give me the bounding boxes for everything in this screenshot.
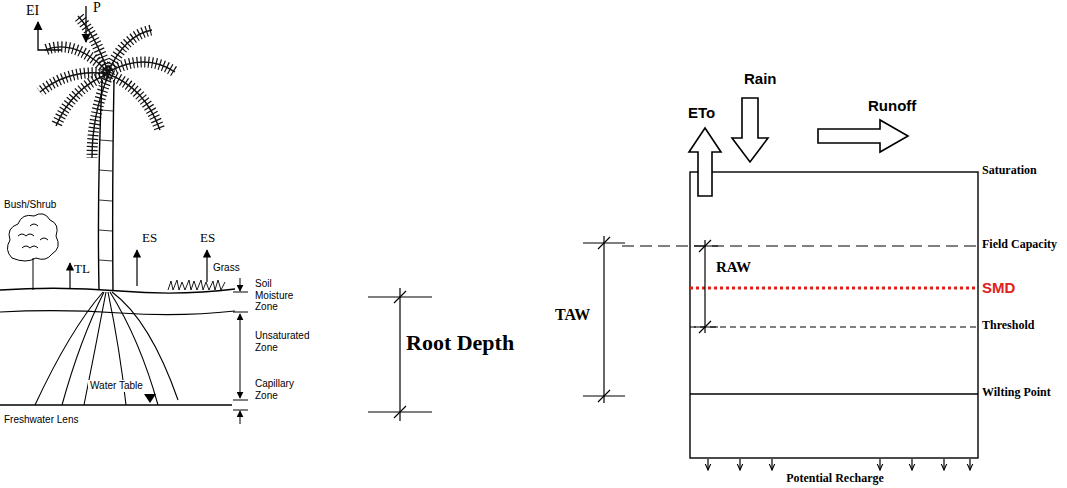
dimension-line xyxy=(603,236,604,403)
flux-label: Potential Recharge xyxy=(786,472,884,486)
level-label: Saturation xyxy=(982,164,1037,178)
dimension-line xyxy=(704,240,705,333)
midrib xyxy=(40,73,108,92)
level-label: Wilting Point xyxy=(982,386,1051,400)
level-label: Field Capacity xyxy=(982,238,1057,252)
recharge-arrow xyxy=(771,459,772,470)
midrib xyxy=(108,74,160,130)
dimension-arrow xyxy=(240,411,241,424)
recharge-arrow xyxy=(943,459,944,470)
frond xyxy=(108,74,160,130)
palm-crown xyxy=(40,16,175,158)
plant-label: Grass xyxy=(213,262,240,274)
smd-line xyxy=(690,287,978,290)
flux-symbol: ES xyxy=(200,231,215,246)
flux-symbol: P xyxy=(93,0,101,16)
bush-outline xyxy=(7,214,58,261)
zone-label: Freshwater Lens xyxy=(4,414,78,426)
midrib xyxy=(45,47,108,72)
trunk-edge xyxy=(98,80,102,290)
water-table-symbol xyxy=(144,394,156,403)
evaporation-arrow xyxy=(206,250,207,282)
evaporation-arrow xyxy=(136,250,137,286)
frond-leaflets xyxy=(40,16,175,158)
ground-surface xyxy=(0,288,235,293)
zone-label: Unsaturated Zone xyxy=(255,330,321,353)
transpiration-arrow xyxy=(69,263,70,288)
frond xyxy=(78,16,108,72)
bush-symbol xyxy=(7,214,58,290)
flux-label: ETo xyxy=(688,104,715,121)
midrib xyxy=(108,62,175,72)
recharge-arrows xyxy=(708,459,970,470)
threshold-line xyxy=(690,326,978,327)
palm-roots xyxy=(35,292,178,405)
eto-arrow xyxy=(689,128,721,196)
bracket-slashes xyxy=(394,291,406,418)
grass-symbol xyxy=(168,280,225,290)
dimension-slashes xyxy=(598,237,610,402)
zone-label: Capillary Zone xyxy=(255,378,310,401)
bush-scribble xyxy=(18,224,48,248)
zone-label: Water Table xyxy=(88,380,145,392)
rain-arrow xyxy=(732,98,768,162)
dimension-ticks xyxy=(694,246,718,327)
soil-zone-boundary xyxy=(0,311,235,315)
flux-symbol: EI xyxy=(26,3,39,19)
dimension-arrow xyxy=(240,278,241,291)
flux-symbol: ES xyxy=(142,231,157,246)
dimension-slashes xyxy=(699,240,711,333)
palm-trunk xyxy=(98,80,114,290)
midrib xyxy=(78,16,108,72)
dimension-label: Root Depth xyxy=(406,330,514,355)
flux-label: Runoff xyxy=(868,97,916,114)
trunk-rings xyxy=(99,110,113,261)
dimension-arrow xyxy=(240,314,241,398)
recharge-arrow xyxy=(911,459,912,470)
raw-dimension xyxy=(694,240,718,333)
bracket-line xyxy=(399,288,400,421)
water-table-line xyxy=(0,404,232,405)
dimension-ticks xyxy=(233,292,248,410)
zone-label: Soil Moisture Zone xyxy=(255,278,310,313)
frond-midribs xyxy=(40,16,175,158)
wilting-point-line xyxy=(690,393,978,394)
precipitation-arrow xyxy=(85,6,86,42)
plant-label: Bush/Shrub xyxy=(4,199,56,211)
trunk-edge xyxy=(113,80,114,290)
dimension-label: RAW xyxy=(716,259,751,276)
recharge-arrow xyxy=(707,459,708,470)
level-label: Threshold xyxy=(982,319,1034,333)
flux-label: Rain xyxy=(744,70,777,87)
runoff-arrow xyxy=(818,120,908,152)
level-label: SMD xyxy=(982,279,1015,296)
midrib xyxy=(108,30,152,72)
frond xyxy=(40,73,108,92)
field-capacity-line xyxy=(622,245,978,246)
bush-stem xyxy=(33,258,34,290)
frond xyxy=(108,62,175,72)
soil-store-box xyxy=(690,172,978,458)
recharge-arrow xyxy=(879,459,880,470)
flux-symbol: TL xyxy=(74,262,90,277)
recharge-arrow xyxy=(739,459,740,470)
zone-dimensions xyxy=(233,278,248,424)
recharge-arrow xyxy=(969,459,970,470)
dimension-label: TAW xyxy=(555,306,590,324)
